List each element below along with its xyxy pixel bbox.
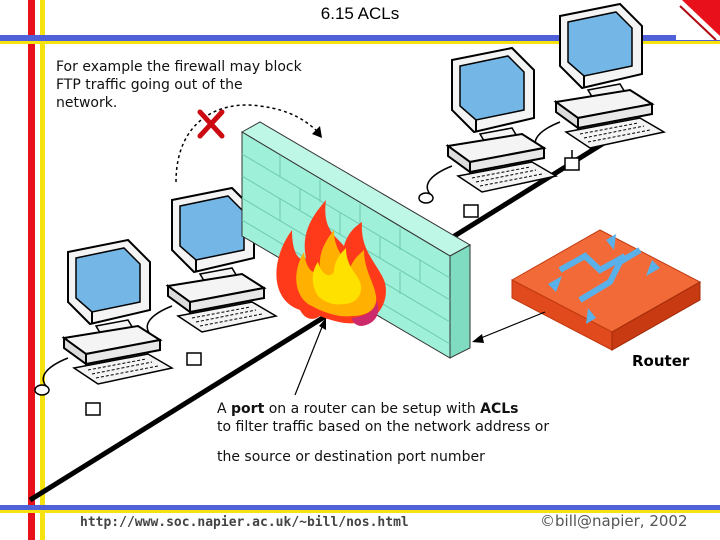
router-pointer-line — [475, 311, 546, 341]
flame-icon — [276, 200, 386, 326]
footer-copyright: ©bill@napier, 2002 — [540, 512, 688, 530]
network-node-icon — [463, 204, 479, 218]
router-label: Router — [632, 352, 690, 370]
port-caption: A port on a router can be setup with ACL… — [217, 400, 637, 466]
yellow-vertical-bar — [40, 0, 45, 540]
port-caption-line2: to filter traffic based on the network a… — [217, 419, 550, 435]
network-node-icon — [564, 157, 580, 171]
corner-logo-icon — [676, 0, 720, 41]
port-caption-prefix: A — [217, 401, 232, 417]
network-node-icon — [186, 352, 202, 366]
network-node-icon — [85, 402, 101, 416]
blue-bottom-bar — [0, 505, 720, 510]
blocked-traffic-arrow — [175, 104, 321, 183]
port-caption-port: port — [231, 401, 265, 417]
computer-icon — [526, 3, 665, 160]
port-pointer-line — [294, 321, 325, 396]
slide-title: 6.15 ACLs — [320, 4, 400, 23]
port-caption-line3: the source or destination port number — [217, 449, 485, 465]
port-caption-middle: on a router can be setup with — [264, 401, 481, 417]
computer-icon — [418, 47, 557, 204]
yellow-horizontal-bar — [0, 41, 720, 44]
red-vertical-bar — [28, 0, 35, 540]
router-icon — [510, 229, 702, 351]
firewall-caption: For example the firewall may block FTP t… — [56, 59, 302, 111]
port-caption-acl: ACLs — [480, 401, 519, 417]
yellow-bottom-bar — [0, 510, 720, 513]
block-x-icon — [197, 109, 225, 139]
blue-horizontal-bar — [0, 35, 720, 41]
footer-url: http://www.soc.napier.ac.uk/~bill/nos.ht… — [80, 515, 409, 530]
